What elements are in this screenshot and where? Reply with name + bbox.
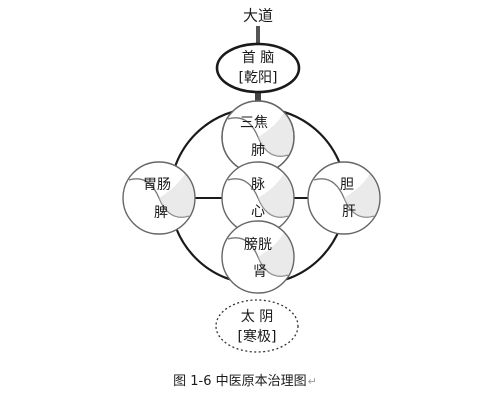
node-maixin: 脉 心	[221, 161, 295, 235]
node-maixin-line1: 脉	[251, 177, 265, 193]
node-taiyin: 太 阴 [寒极]	[215, 299, 299, 353]
connector-dadao-shounao	[256, 26, 260, 44]
paragraph-mark-icon: ↵	[307, 375, 317, 388]
node-shounao-line1: 首 脑	[242, 50, 274, 66]
node-dangan-line2: 肝	[342, 204, 356, 220]
figure-caption: 图 1-6 中医原本治理图↵	[0, 370, 490, 389]
node-dadao-label: 大道	[243, 7, 273, 25]
node-pangguang-line2: 肾	[253, 264, 267, 280]
node-taiyin-line1: 太 阴	[241, 309, 273, 325]
node-shounao: 首 脑 [乾阳]	[215, 42, 301, 94]
node-shounao-line2: [乾阳]	[239, 70, 278, 86]
node-pangguang-line1: 膀胱	[244, 236, 272, 253]
node-taiyin-line2: [寒极]	[238, 328, 277, 345]
figure-caption-text: 图 1-6 中医原本治理图	[173, 374, 307, 389]
node-sanjiao-line2: 肺	[251, 143, 265, 159]
node-sanjiao-line1: 三焦	[240, 115, 268, 131]
node-weichang-line1: 胃肠	[143, 177, 171, 193]
node-weichang-line2: 脾	[154, 205, 168, 221]
node-pangguang: 膀胱 肾	[221, 220, 295, 294]
node-dangan: 胆 肝	[307, 161, 381, 235]
connector-shounao-sanjiao	[255, 91, 261, 103]
node-weichang: 胃肠 脾	[122, 161, 196, 235]
node-dangan-line1: 胆	[340, 177, 354, 193]
node-maixin-line2: 心	[251, 204, 265, 220]
